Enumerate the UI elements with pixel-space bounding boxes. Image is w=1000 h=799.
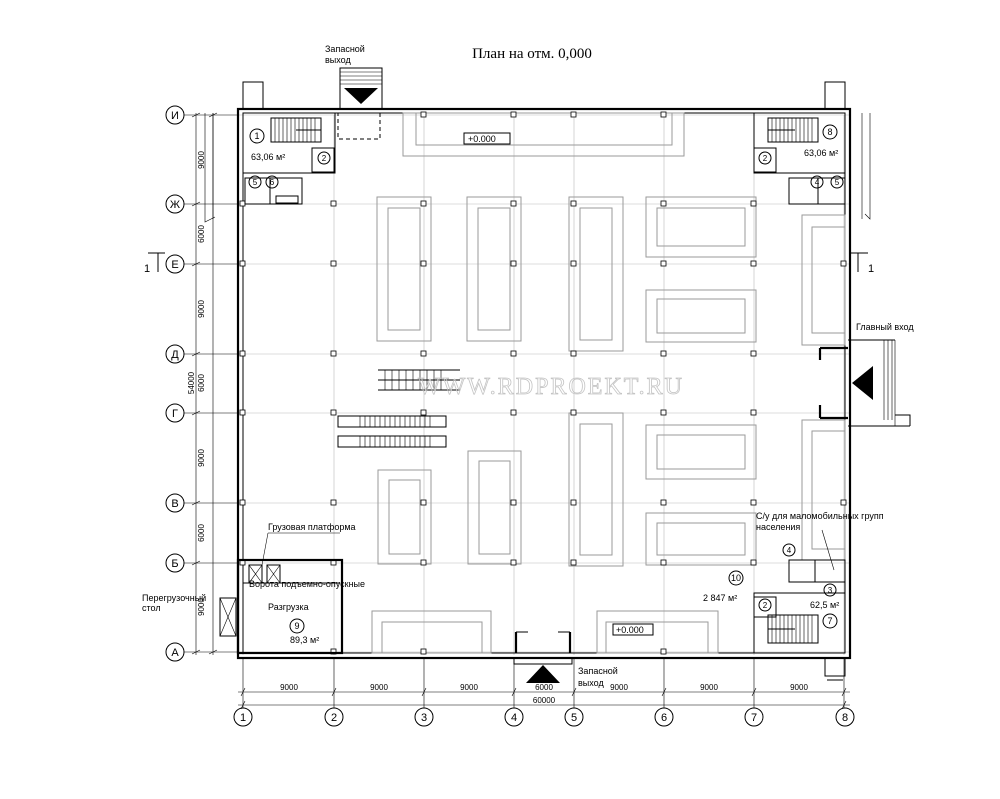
room-8-stair	[753, 112, 846, 205]
section-mark-right: 1	[868, 263, 874, 275]
axis-row-a: А	[171, 647, 179, 659]
dim-left-0: 9000	[197, 151, 206, 169]
room-number-7: 7	[827, 616, 832, 626]
room-number-8: 8	[827, 127, 832, 137]
top-level-platform: +0.000	[402, 112, 685, 157]
accessible-wc-label-1: С/у для маломобильных групп	[756, 511, 884, 521]
level-mark-top: +0.000	[468, 134, 496, 144]
bottom-level-platforms: +0.000	[371, 610, 719, 654]
dim-left-3: 6000	[197, 374, 206, 392]
bottom-emergency-exit: Запасной выход	[513, 631, 618, 688]
room-1-stair	[242, 112, 336, 205]
watermark: WWW.RDPROEKT.RU	[418, 374, 684, 400]
axis-row-e: Е	[171, 259, 178, 271]
exit-arrow-icon	[526, 665, 560, 683]
room-mark: 4	[815, 178, 820, 187]
room-mark: 2	[763, 601, 768, 610]
dim-bottom-0: 9000	[280, 683, 298, 692]
dim-bottom-1: 9000	[370, 683, 388, 692]
accessible-wc-label-2: населения	[756, 522, 800, 532]
emergency-exit-top-label-1: Запасной	[325, 44, 365, 54]
section-marks: 1 1	[144, 252, 874, 275]
axis-col-2: 2	[331, 712, 337, 724]
row-axes: И Ж Е Д Г В Б А	[165, 105, 238, 662]
dim-left-1: 6000	[197, 225, 206, 243]
axis-col-4: 4	[511, 712, 517, 724]
dim-left-4: 9000	[197, 449, 206, 467]
room-mark: 5	[253, 178, 258, 187]
room-number-1: 1	[254, 131, 259, 141]
reload-table-label-1: Перегрузочный	[142, 593, 206, 603]
lift-gate-label: Ворота подъемно-опускные	[249, 579, 365, 589]
dim-bottom-2: 9000	[460, 683, 478, 692]
room-7-stair	[753, 559, 846, 654]
dim-left-5: 6000	[197, 524, 206, 542]
section-mark-left: 1	[144, 263, 150, 275]
dim-bottom-6: 9000	[790, 683, 808, 692]
unloading-label: Разгрузка	[268, 602, 309, 612]
room-mark: 3	[828, 586, 833, 595]
columns	[239, 111, 847, 655]
axis-col-6: 6	[661, 712, 667, 724]
axis-col-3: 3	[421, 712, 427, 724]
room-area-8: 63,06 м²	[804, 148, 838, 158]
main-entrance: Главный вход	[818, 322, 914, 427]
axis-col-5: 5	[571, 712, 577, 724]
emergency-exit-bottom-label-1: Запасной	[578, 666, 618, 676]
room-area-10: 2 847 м²	[703, 593, 737, 603]
axis-row-zh: Ж	[170, 199, 180, 211]
axis-row-d: Д	[171, 349, 179, 361]
room-mark: 2	[763, 154, 768, 163]
dim-left-total: 54000	[187, 371, 196, 394]
exit-arrow-icon	[344, 88, 378, 104]
dim-bottom-5: 9000	[700, 683, 718, 692]
room-mark: 6	[270, 178, 275, 187]
room-markers: 1 63,06 м² 8 63,06 м² 9 89,3 м² 10 2 847…	[248, 124, 884, 645]
axis-row-g: Г	[172, 408, 178, 420]
axis-col-1: 1	[240, 712, 246, 724]
dim-bottom-total: 60000	[533, 696, 556, 705]
sales-islands	[376, 196, 846, 567]
axis-row-v: В	[171, 498, 178, 510]
column-axes: 1 2 3 4 5 6 7 8	[233, 658, 855, 727]
emergency-exit-top-label-2: выход	[325, 55, 351, 65]
room-area-9: 89,3 м²	[290, 635, 319, 645]
emergency-exit-bottom-label-2: выход	[578, 678, 604, 688]
reload-table-label-2: стол	[142, 603, 161, 613]
axis-row-b: Б	[171, 558, 178, 570]
dim-bottom-4: 9000	[610, 683, 628, 692]
axis-col-7: 7	[751, 712, 757, 724]
axis-row-i: И	[171, 110, 179, 122]
level-mark-bottom: +0.000	[616, 625, 644, 635]
room-number-9: 9	[294, 621, 299, 631]
dim-bottom-3: 6000	[535, 683, 553, 692]
side-arrows	[204, 113, 871, 223]
main-entrance-label: Главный вход	[856, 322, 914, 332]
room-9-unloading: Грузовая платформа Ворота подъемно-опуск…	[142, 522, 365, 655]
axis-col-8: 8	[842, 712, 848, 724]
top-emergency-exit: Запасной выход	[325, 44, 383, 140]
room-number-10: 10	[731, 573, 741, 583]
dim-left-6: 9000	[197, 598, 206, 616]
cargo-platform-label: Грузовая платформа	[268, 522, 356, 532]
room-mark: 2	[322, 154, 327, 163]
room-mark: 4	[787, 546, 792, 555]
entrance-arrow-icon	[852, 366, 873, 400]
plan-title: План на отм. 0,000	[472, 46, 592, 62]
dim-left-2: 9000	[197, 300, 206, 318]
left-dimensions: 9000 6000 9000 6000 9000 6000 9000 54000	[187, 112, 218, 655]
room-mark: 5	[835, 178, 840, 187]
room-area-7: 62,5 м²	[810, 600, 839, 610]
bottom-dimensions: 9000 9000 9000 6000 9000 9000 9000 60000	[238, 683, 850, 710]
escalators	[337, 369, 460, 448]
room-area-1: 63,06 м²	[251, 152, 285, 162]
